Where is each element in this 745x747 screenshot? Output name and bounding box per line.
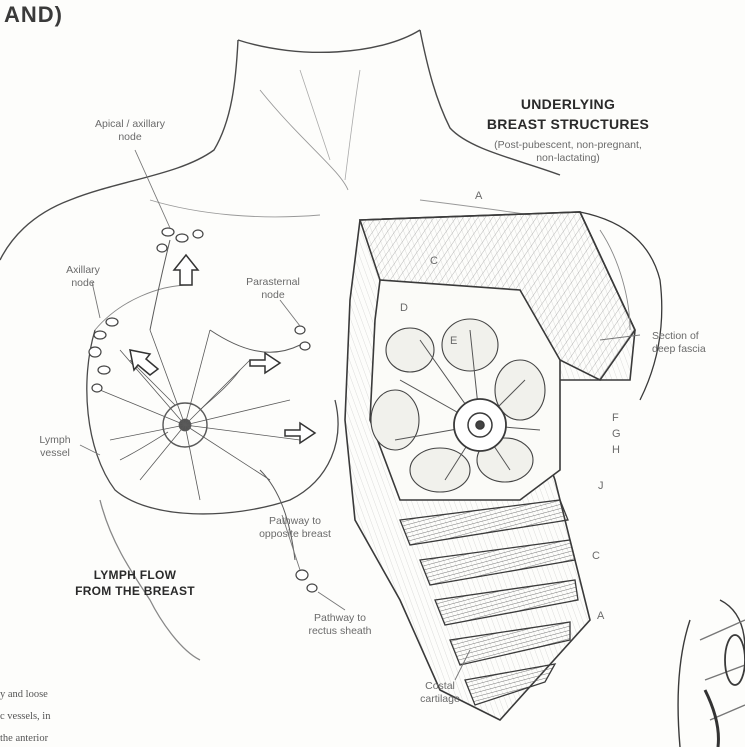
structures-heading-line2: BREAST STRUCTURES: [448, 116, 688, 132]
letter-d: D: [400, 302, 408, 314]
label-axillary-line1: Axillary: [38, 264, 128, 276]
body-text-line1: y and loose: [0, 686, 48, 703]
label-lymph-vessel-line1: Lymph: [20, 434, 90, 446]
label-costal-cartilage-line1: Costal: [400, 680, 480, 692]
letter-a-bottom: A: [597, 610, 604, 622]
label-axillary-line2: node: [38, 277, 128, 289]
label-apical-line1: Apical / axillary: [70, 118, 190, 130]
partial-figure: [678, 600, 745, 747]
body-text-line2: c vessels, in: [0, 708, 50, 725]
letter-a-top: A: [475, 190, 482, 202]
lymph-heading-line1: LYMPH FLOW: [40, 568, 230, 582]
dissected-breast: [345, 212, 662, 720]
letter-e: E: [450, 335, 457, 347]
left-breast: [87, 285, 338, 660]
header-fragment: AND): [4, 2, 63, 28]
label-opposite-breast-line1: Pathway to: [225, 515, 365, 527]
label-costal-cartilage-line2: cartilage: [400, 693, 480, 705]
letter-h: H: [612, 444, 620, 456]
letter-g: G: [612, 428, 621, 440]
label-section-fascia-line1: Section of: [652, 330, 699, 342]
body-text-line3: the anterior: [0, 730, 48, 747]
label-parasternal-line2: node: [218, 289, 328, 301]
label-rectus-sheath-line1: Pathway to: [280, 612, 400, 624]
label-apical-line2: node: [70, 131, 190, 143]
label-rectus-sheath-line2: rectus sheath: [280, 625, 400, 637]
lymph-network: [100, 240, 300, 560]
label-lymph-vessel-line2: vessel: [20, 447, 90, 459]
label-opposite-breast-line2: opposite breast: [225, 528, 365, 540]
letter-f: F: [612, 412, 619, 424]
structures-subtitle-line2: non-lactating): [448, 152, 688, 164]
lymph-heading-line2: FROM THE BREAST: [40, 584, 230, 598]
label-section-fascia-line2: deep fascia: [652, 343, 706, 355]
letter-c-bottom: C: [592, 550, 600, 562]
label-parasternal-line1: Parasternal: [218, 276, 328, 288]
letter-j: J: [598, 480, 604, 492]
structures-subtitle-line1: (Post-pubescent, non-pregnant,: [448, 139, 688, 151]
structures-heading-line1: UNDERLYING: [448, 96, 688, 112]
letter-c-top: C: [430, 255, 438, 267]
